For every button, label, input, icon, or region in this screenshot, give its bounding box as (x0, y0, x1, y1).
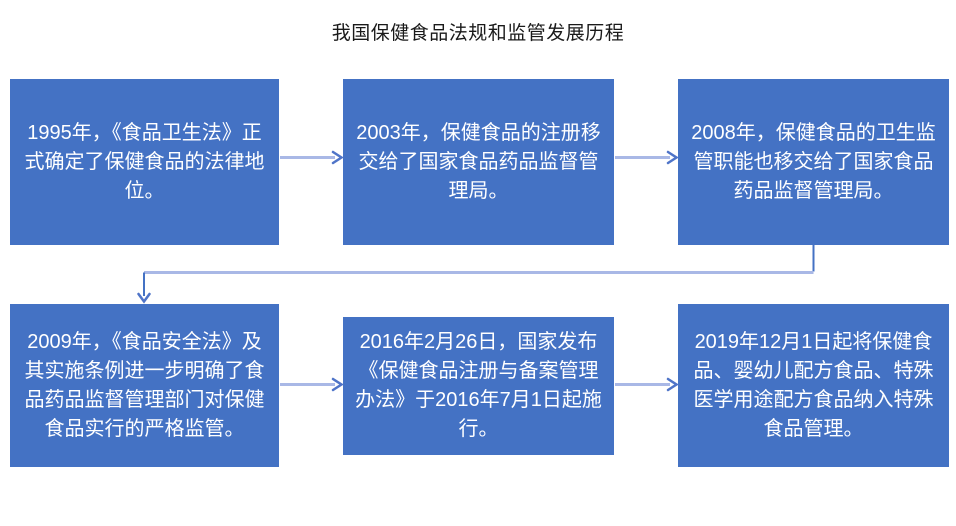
flow-box-1995-text: 1995年，《食品卫生法》正式确定了保健食品的法律地位。 (24, 121, 265, 202)
arrow-head-icon (666, 150, 679, 165)
arrow-head-down-icon (137, 292, 151, 304)
arrow-head-icon (666, 377, 679, 392)
flow-arrow-2009-2016 (280, 377, 344, 392)
flow-arrow-1995-2003 (280, 150, 344, 165)
flow-arrow-2003-2008 (615, 150, 679, 165)
arrow-head-icon (331, 377, 344, 392)
flow-box-2003: 2003年，保健食品的注册移交给了国家食品药品监督管理局。 (343, 79, 614, 245)
arrow-head-icon (331, 150, 344, 165)
diagram-title: 我国保健食品法规和监管发展历程 (331, 23, 625, 44)
flow-box-2009: 2009年，《食品安全法》及其实施条例进一步明确了食品药品监督管理部门对保健食品… (10, 304, 279, 467)
flow-box-2008: 2008年，保健食品的卫生监管职能也移交给了国家食品药品监督管理局。 (678, 79, 949, 245)
flow-box-2003-text: 2003年，保健食品的注册移交给了国家食品药品监督管理局。 (356, 121, 601, 202)
flow-box-2016-text: 2016年2月26日，国家发布《保健食品注册与备案管理办法》于2016年7月1日… (355, 331, 602, 440)
flow-box-2019-text: 2019年12月1日起将保健食品、婴幼儿配方食品、特殊医学用途配方食品纳入特殊食… (693, 330, 934, 440)
flow-arrow-2016-2019 (615, 377, 679, 392)
flow-box-2009-text: 2009年，《食品安全法》及其实施条例进一步明确了食品药品监督管理部门对保健食品… (24, 330, 265, 440)
flow-box-2019: 2019年12月1日起将保健食品、婴幼儿配方食品、特殊医学用途配方食品纳入特殊食… (678, 304, 949, 467)
flow-box-1995: 1995年，《食品卫生法》正式确定了保健食品的法律地位。 (10, 79, 279, 245)
flow-box-2016: 2016年2月26日，国家发布《保健食品注册与备案管理办法》于2016年7月1日… (343, 317, 614, 455)
elbow-connector-2008-2009 (137, 245, 815, 304)
flow-box-2008-text: 2008年，保健食品的卫生监管职能也移交给了国家食品药品监督管理局。 (691, 121, 936, 202)
